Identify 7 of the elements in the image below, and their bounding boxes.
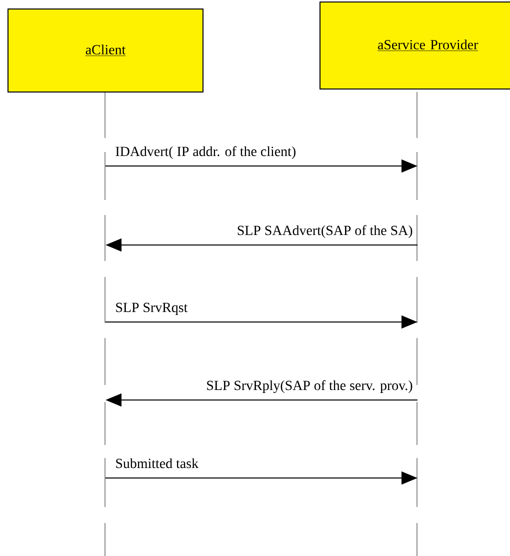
message-label: Submitted task [114, 457, 200, 470]
message-label: SLP SAAdvert(SAP of the SA) [236, 224, 414, 239]
object-box: aService Provider [320, 2, 510, 90]
object-box: aClient [8, 8, 204, 92]
message-label: SLP SrvRqst [114, 302, 189, 316]
message-label: SLP SrvRply(SAP of the serv. prov.) [205, 379, 414, 394]
message-label: IDAdvert( IP addr. of the client) [114, 145, 298, 160]
